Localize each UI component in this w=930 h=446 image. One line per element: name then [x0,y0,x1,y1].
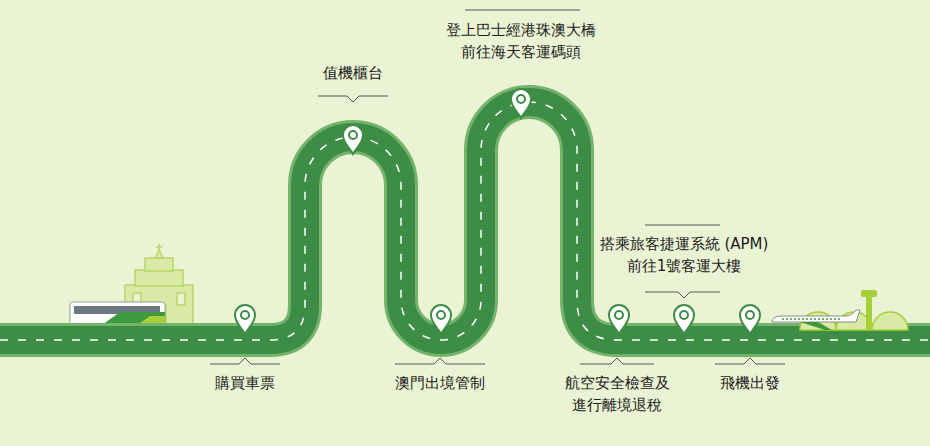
road [0,102,930,340]
step-label: 澳門出境管制 [370,373,510,395]
step-label: 搭乘旅客捷運系統 (APM)前往1號客運大樓 [577,234,791,278]
airport-illustration [772,290,908,330]
leader-lines [210,10,785,364]
step-label: 登上巴士經港珠澳大橋 前往海天客運碼頭 [437,20,605,64]
location-pins [235,89,760,334]
step-label: 購買車票 [185,373,305,395]
step-label: 航空安全檢查及 進行離境退稅 [556,373,678,417]
step-label: 值機櫃台 [293,63,413,85]
step-label: 飛機出發 [695,373,805,395]
